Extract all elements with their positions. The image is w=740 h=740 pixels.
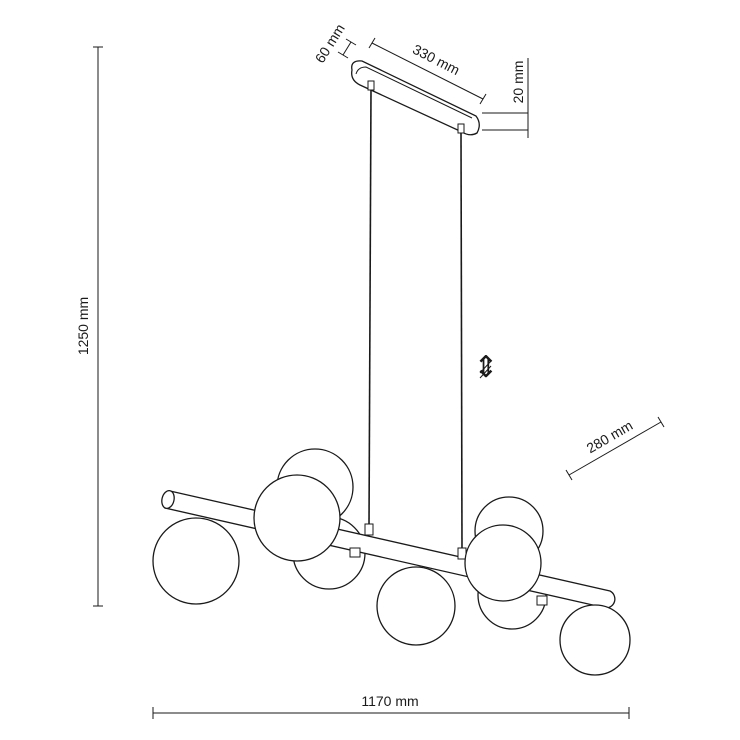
canopy-height-label: 20 mm [510,61,526,104]
globe-front-center-upper [253,474,341,562]
globe-front-right-lower [559,604,631,676]
canopy-width-dimension: 60 mm [312,21,357,66]
lamp-body [152,448,631,676]
globe-front-left [152,517,240,605]
depth-dimension: 280 mm [565,416,665,481]
width-label: 1170 mm [361,693,418,709]
rod-end-cap [161,489,175,510]
depth-label: 280 mm [584,417,636,456]
canopy-width-label: 60 mm [312,21,348,66]
ceiling-canopy [351,60,480,136]
adjustable-cable-symbol: ⇕ [473,350,498,385]
globe-front-center-lower [376,566,456,646]
width-dimension: 1170 mm [152,693,630,719]
globe-front-right-upper [464,524,542,602]
height-dimension: 1250 mm [75,46,103,607]
suspension-cables [367,80,465,551]
height-label: 1250 mm [75,297,91,355]
adjustable-arrow-icon: ⇕ [473,350,498,385]
canopy-length-dimension: 330 mm [368,37,487,105]
canopy-height-dimension: 20 mm [482,58,529,138]
canopy-length-label: 330 mm [410,41,462,78]
